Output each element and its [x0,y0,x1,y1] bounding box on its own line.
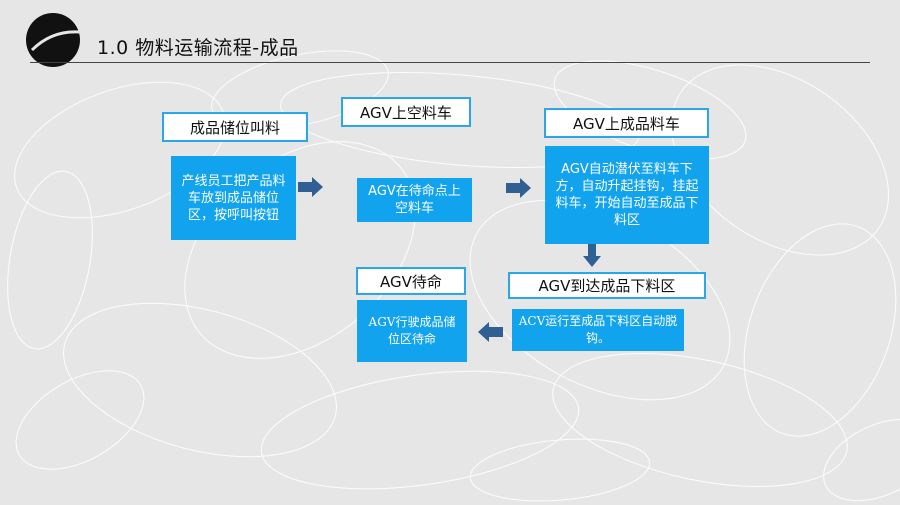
arrow-right-icon [298,177,323,197]
step-3-description: AGV自动潜伏至料车下方，自动升起挂钩，挂起料车，开始自动至成品下料区 [545,146,709,244]
page-title: 1.0 物料运输流程-成品 [97,37,299,59]
arrow-right-icon [506,178,531,198]
step-4-heading: AGV到达成品下料区 [508,272,706,299]
brush-circle-logo [26,13,81,67]
step-2-heading: AGV上空料车 [341,97,471,127]
step-4-description: ACV运行至成品下料区自动脱钩。 [512,309,684,351]
step-5-description: AGV行驶成品储位区待命 [357,300,467,362]
step-5-heading: AGV待命 [356,267,466,295]
arrow-left-icon [478,322,503,342]
step-2-description: AGV在待命点上空料车 [357,178,472,222]
step-3-heading: AGV上成品料车 [544,108,709,138]
step-1-heading: 成品储位叫料 [162,112,308,142]
arrow-down-icon [583,244,601,267]
title-divider [30,62,870,63]
step-1-description: 产线员工把产品料车放到成品储位区，按呼叫按钮 [171,156,296,240]
